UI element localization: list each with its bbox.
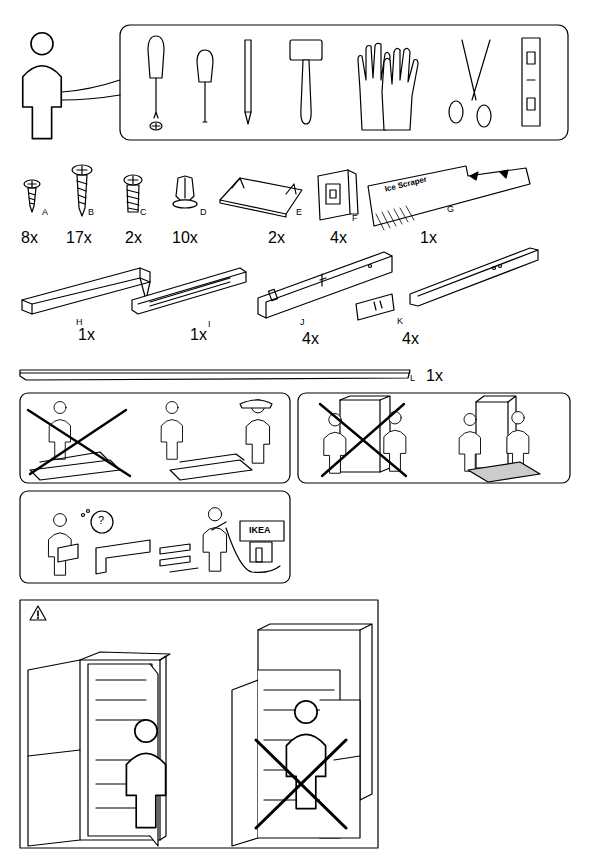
parts-row xyxy=(24,165,530,230)
part-letter: G xyxy=(447,205,454,214)
part-count: 4x xyxy=(302,331,319,347)
part-count: 10x xyxy=(172,230,198,246)
part-letter: I xyxy=(208,320,211,329)
store-sign: IKEA xyxy=(249,526,271,535)
part-letter: B xyxy=(88,208,94,217)
part-count: 1x xyxy=(426,368,443,384)
part-letter: J xyxy=(300,318,305,327)
part-count: 8x xyxy=(21,230,38,246)
part-count: 2x xyxy=(125,230,142,246)
part-count: 17x xyxy=(66,230,92,246)
part-letter: L xyxy=(410,374,415,383)
part-letter: C xyxy=(140,208,147,217)
part-count: 1x xyxy=(420,230,437,246)
part-letter: A xyxy=(42,208,48,217)
part-letter: K xyxy=(397,317,403,326)
part-count: 4x xyxy=(402,331,419,347)
carry-panel xyxy=(298,393,570,483)
part-letter: H xyxy=(76,318,83,327)
part-count: 1x xyxy=(78,327,95,343)
rails-row xyxy=(20,248,538,380)
part-count: 2x xyxy=(268,230,285,246)
part-letter: F xyxy=(352,214,358,223)
question-mark: ? xyxy=(98,515,104,526)
part-count: 4x xyxy=(330,230,347,246)
warning-panel xyxy=(20,600,378,848)
part-letter: D xyxy=(200,208,207,217)
part-count: 1x xyxy=(190,327,207,343)
two-people-panel xyxy=(20,393,290,483)
help-panel xyxy=(20,491,290,583)
part-letter: E xyxy=(296,208,302,217)
tools-panel xyxy=(23,25,568,140)
